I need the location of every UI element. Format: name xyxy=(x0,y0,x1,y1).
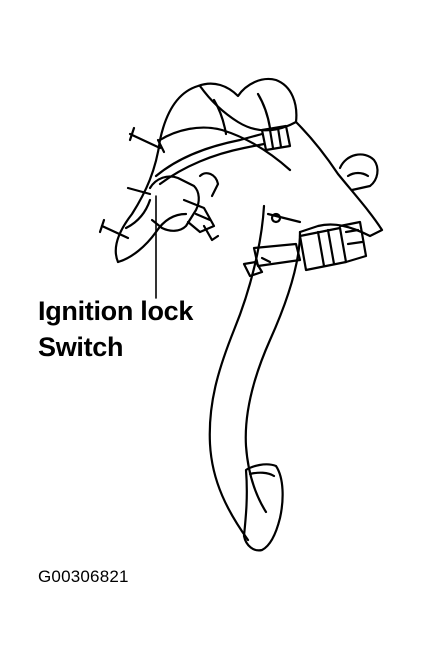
master-cylinder-pushrod xyxy=(298,220,368,272)
pivot-fork xyxy=(242,242,302,278)
mounting-bolt-left xyxy=(98,218,130,240)
stopper-knob xyxy=(338,153,379,192)
callout-line-2: Switch xyxy=(38,332,124,362)
pedal-bracket xyxy=(114,77,384,264)
callout-line-1: Ignition lock xyxy=(38,296,194,326)
pedal-pad xyxy=(242,463,284,552)
callout-label-ignition-lock-switch: Ignition lock Switch xyxy=(38,293,193,365)
ignition-lock-switch xyxy=(148,172,220,242)
stud-small xyxy=(126,186,152,196)
figure-id: G00306821 xyxy=(38,567,129,586)
mounting-bolt-upper xyxy=(128,126,166,154)
wire-harness xyxy=(154,124,292,186)
